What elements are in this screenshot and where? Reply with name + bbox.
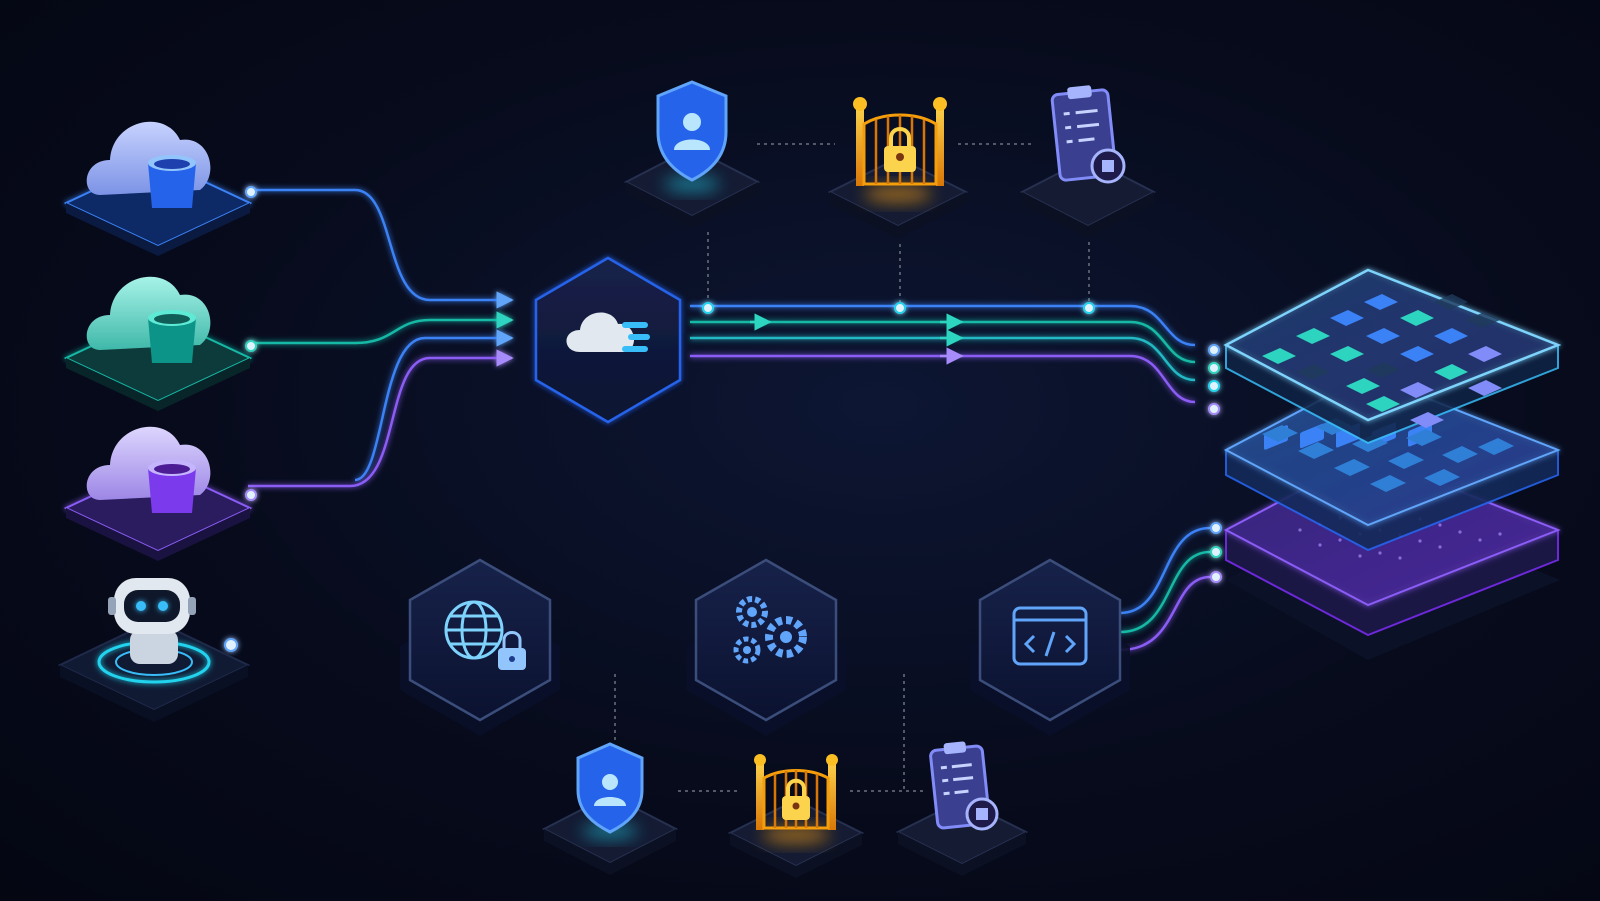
source-cloud-bucket-purple[interactable] xyxy=(63,426,253,561)
connector-top-blue xyxy=(690,304,1196,347)
locked-gate-icon xyxy=(754,754,838,830)
gears-icon xyxy=(733,596,807,664)
governance-audit-top[interactable] xyxy=(1019,85,1157,238)
cloud-bucket-icon xyxy=(86,276,211,363)
connector-bottom-teal xyxy=(1119,550,1211,634)
connector-bottom-purple xyxy=(1119,575,1211,652)
source-cloud-bucket-blue[interactable] xyxy=(63,121,253,256)
connector-blue-source xyxy=(248,188,514,309)
connector-blue-secondary xyxy=(354,329,514,482)
data-cubes xyxy=(1262,294,1502,428)
connector-dots xyxy=(224,186,1222,652)
connector-top-cyan xyxy=(690,336,1196,382)
source-cloud-bucket-teal[interactable] xyxy=(63,276,253,411)
shield-user-icon xyxy=(576,742,644,834)
pipeline-node-processing[interactable] xyxy=(686,558,846,736)
layered-data-store-icon xyxy=(1223,268,1562,660)
cloud-bucket-icon xyxy=(86,121,211,208)
data-store-layer-top xyxy=(1223,268,1562,445)
connector-purple-source xyxy=(248,349,514,488)
connector-teal-source xyxy=(248,311,514,345)
pipeline-node-code-transform[interactable] xyxy=(970,558,1130,736)
cloud-bucket-icon xyxy=(86,426,211,513)
connector-top-purple xyxy=(690,354,1196,404)
clipboard-audit-icon xyxy=(929,741,999,831)
cloud-stream-icon xyxy=(566,312,650,352)
clipboard-audit-icon xyxy=(1050,85,1126,184)
shield-user-icon xyxy=(656,80,728,182)
locked-gate-icon xyxy=(853,97,947,186)
robot-icon xyxy=(108,578,196,664)
source-robot-agent[interactable] xyxy=(57,578,251,722)
connectors xyxy=(232,188,1211,659)
pipeline-node-secure-web[interactable] xyxy=(400,558,560,736)
globe-lock-icon xyxy=(444,600,526,670)
pipeline-node-cloud-ingest[interactable] xyxy=(530,256,686,430)
governance-identity-top[interactable] xyxy=(623,80,761,228)
governance-identity-bottom[interactable] xyxy=(541,742,679,875)
destination-data-store[interactable] xyxy=(1223,268,1562,660)
governance-links xyxy=(614,143,1090,792)
connector-bottom-blue xyxy=(1119,526,1211,615)
governance-access-gate-bottom[interactable] xyxy=(727,754,865,878)
code-window-icon xyxy=(1012,606,1088,666)
governance-access-gate-top[interactable] xyxy=(827,97,969,238)
governance-audit-bottom[interactable] xyxy=(895,741,1029,876)
connector-top-teal xyxy=(690,320,1196,364)
